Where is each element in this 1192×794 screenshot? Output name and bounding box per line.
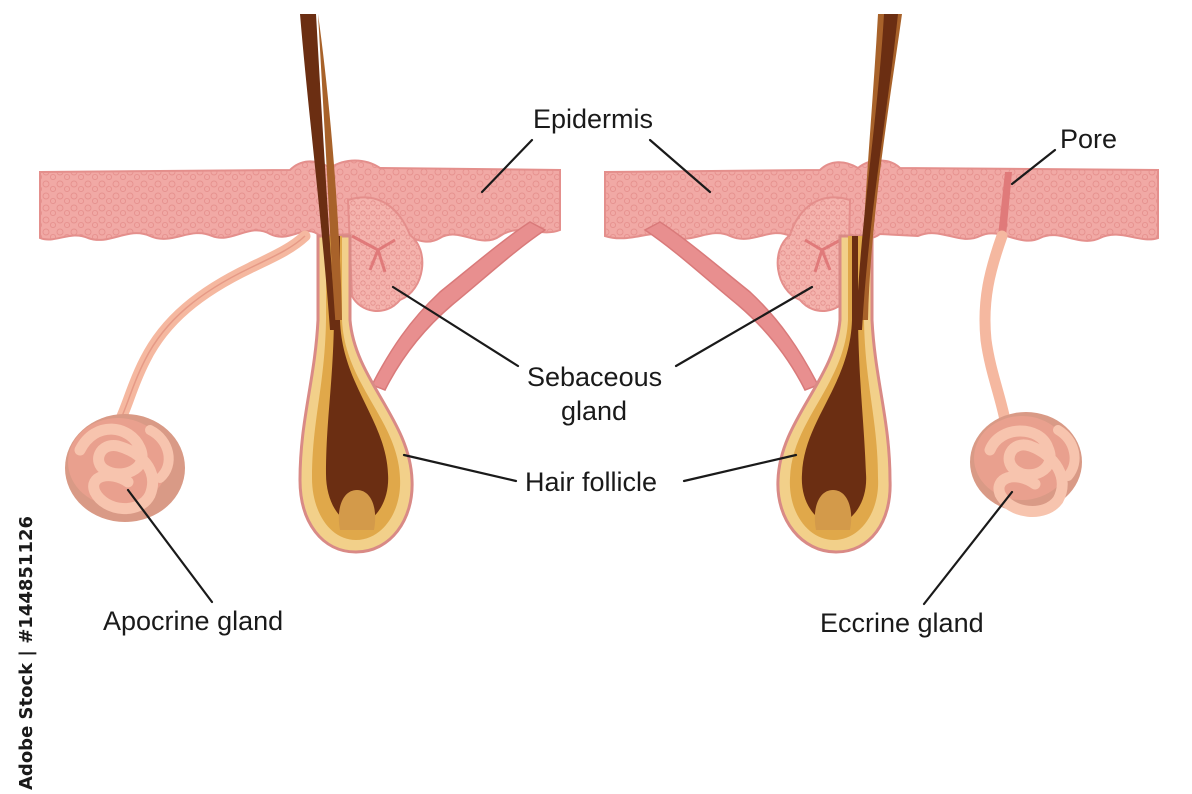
label-sebaceous-line2: gland [561, 396, 627, 426]
label-sebaceous-line1: Sebaceous [527, 362, 662, 392]
eccrine-gland-coil [970, 412, 1082, 512]
label-epidermis: Epidermis [533, 104, 653, 134]
apocrine-duct [118, 236, 305, 425]
label-eccrine-gland: Eccrine gland [820, 608, 984, 638]
left-epidermis-layer [40, 161, 560, 242]
eccrine-duct [985, 236, 1005, 420]
eccrine-leader [924, 492, 1012, 604]
apocrine-leader [128, 490, 212, 602]
label-hair-follicle: Hair follicle [525, 467, 657, 497]
label-apocrine-gland: Apocrine gland [103, 606, 283, 636]
label-pore: Pore [1060, 124, 1117, 154]
left-skin-section [40, 14, 560, 552]
stock-watermark: Adobe Stock | #144851126 [16, 516, 37, 790]
apocrine-gland-coil [65, 414, 185, 522]
follicle-leader-left [404, 455, 516, 481]
right-skin-section [605, 14, 1158, 552]
